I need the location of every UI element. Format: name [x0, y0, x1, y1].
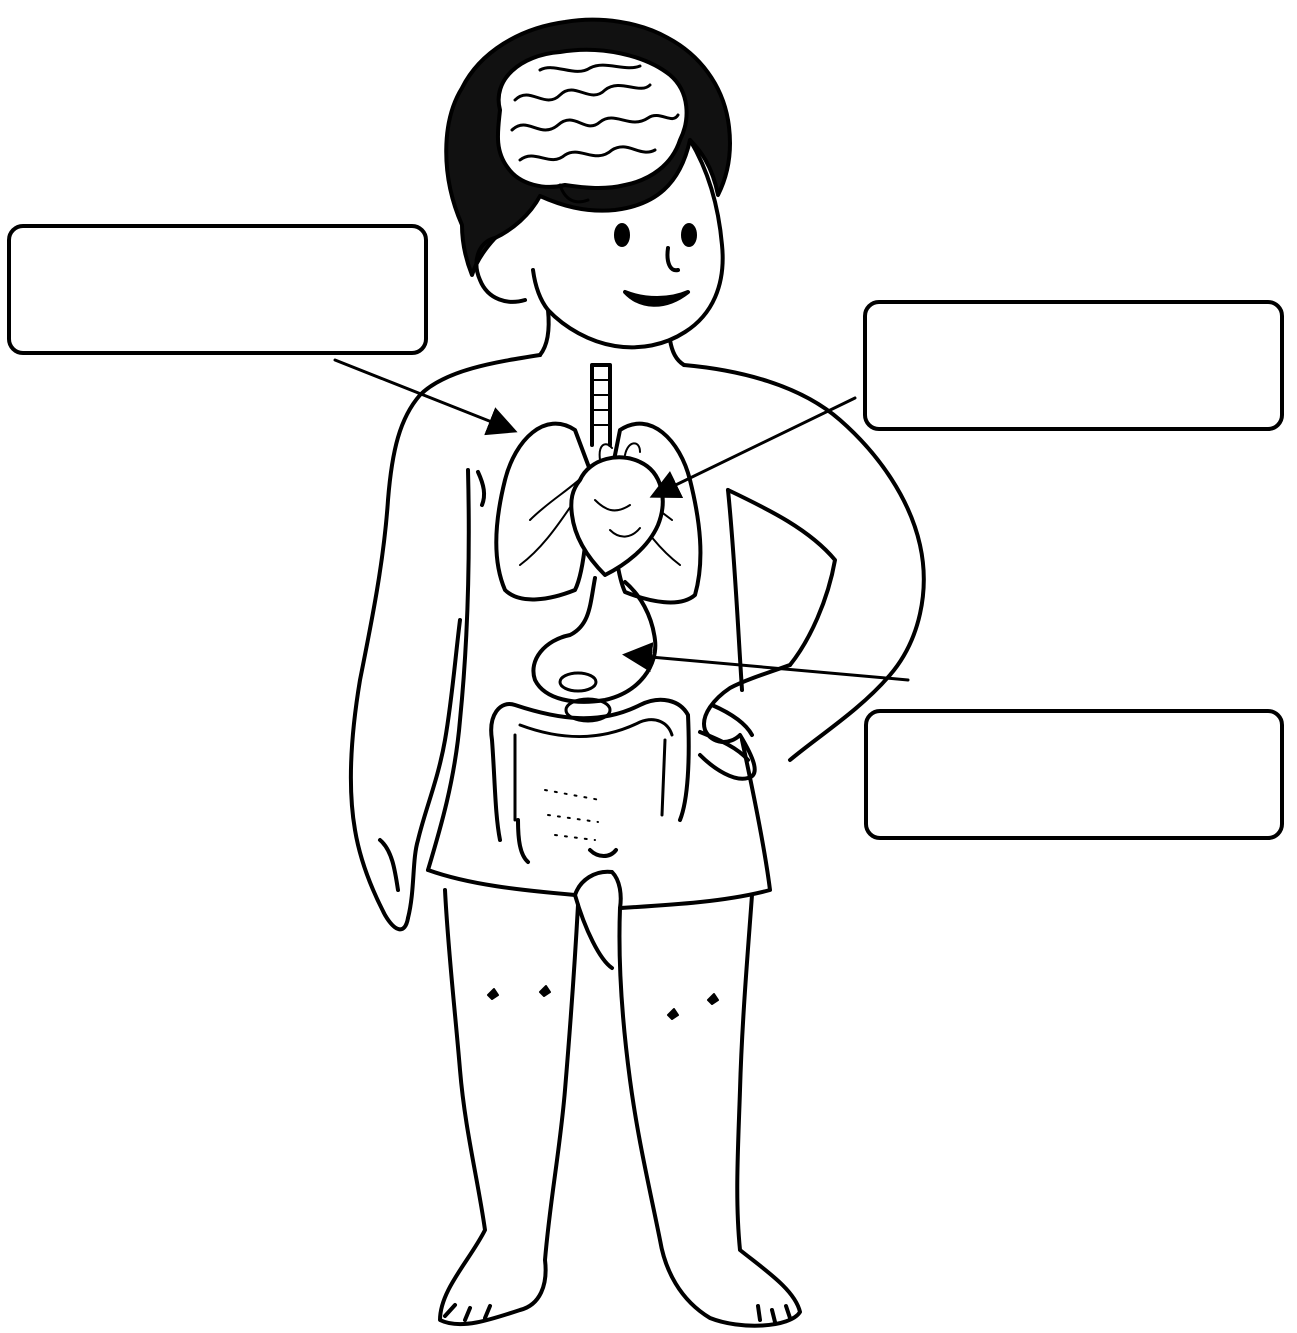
stomach-fold [560, 673, 596, 691]
arrow-to-lungs [335, 360, 512, 430]
right-leg [619, 895, 800, 1326]
nose [667, 248, 678, 270]
shorts-center [575, 895, 612, 968]
torso-crease [478, 472, 484, 505]
right-eye [683, 225, 695, 245]
windpipe-rings [592, 380, 610, 425]
right-knee [668, 994, 718, 1019]
left-eye [616, 225, 628, 245]
mouth [625, 292, 688, 305]
organs [491, 365, 700, 862]
right-arm-inner [728, 490, 835, 665]
shoulders [351, 355, 540, 929]
arrow-to-heart [655, 398, 855, 495]
label-box-heart[interactable] [863, 300, 1284, 431]
label-box-stomach[interactable] [864, 709, 1284, 840]
shorts [428, 740, 770, 908]
appendix [518, 820, 528, 862]
left-toes [445, 1305, 490, 1320]
label-box-lungs[interactable] [7, 224, 428, 355]
neck-right [670, 340, 684, 365]
arrow-to-stomach [628, 655, 908, 680]
left-hand-detail [380, 840, 398, 890]
abdomen-stipple [545, 790, 600, 840]
left-torso-side [428, 470, 469, 870]
windpipe [592, 365, 610, 445]
left-knee [488, 986, 550, 999]
right-torso-side [728, 490, 742, 690]
left-leg [440, 890, 578, 1324]
navel [590, 850, 616, 856]
neck [540, 310, 549, 355]
intestine-inner [515, 720, 672, 820]
